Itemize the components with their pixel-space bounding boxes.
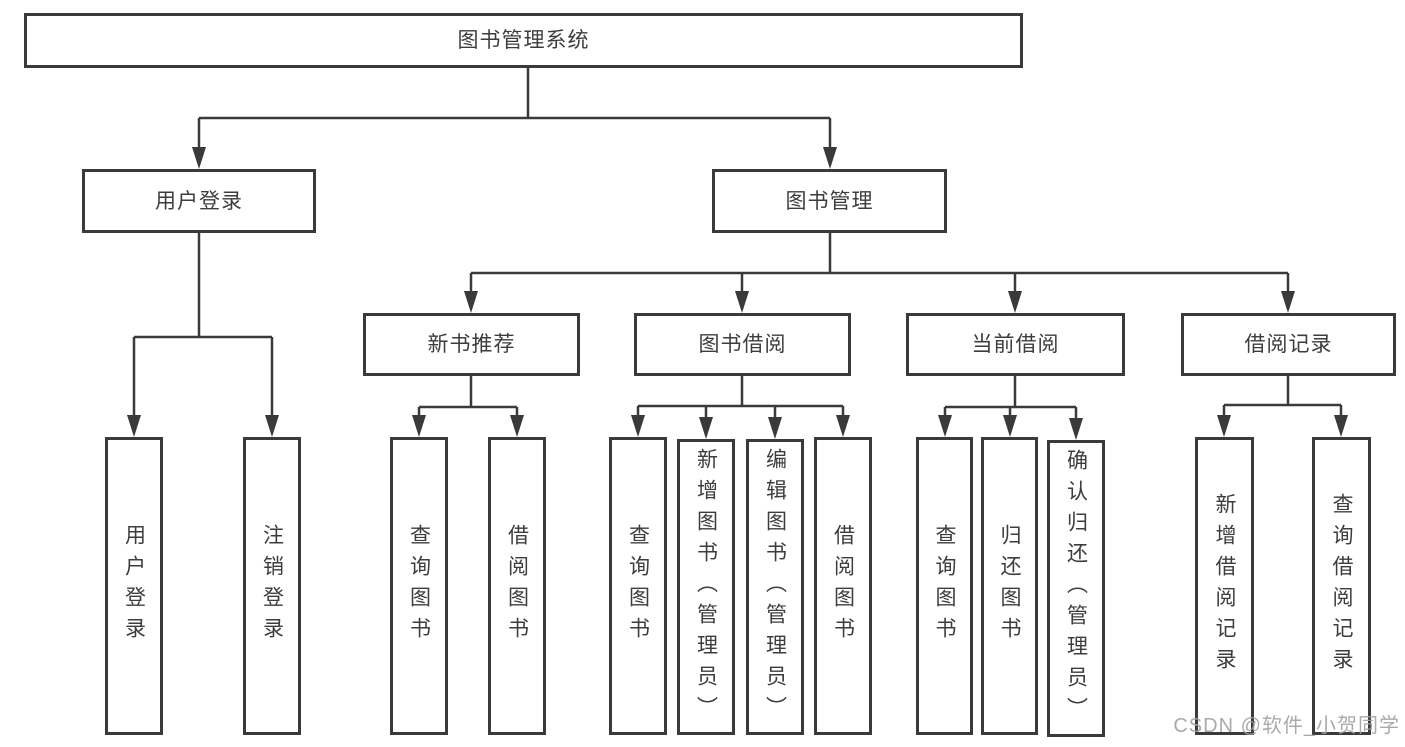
node-user-login-branch: 用户登录 <box>82 169 316 233</box>
node-new-book-recommendation: 新书推荐 <box>363 313 580 376</box>
leaf-bb-query-books-label: 查询图书 <box>626 524 650 648</box>
leaf-bb-edit-books-admin-label: 编辑图书（管理员） <box>763 447 787 727</box>
node-book-management-branch-label: 图书管理 <box>785 189 874 213</box>
leaf-nbr-borrow-books: 借阅图书 <box>488 437 546 735</box>
leaf-cb-query-books-label: 查询图书 <box>933 524 956 648</box>
leaf-cb-confirm-return-admin: 确认归还（管理员） <box>1047 440 1105 737</box>
leaf-bb-add-books-admin-label: 新增图书（管理员） <box>694 447 718 727</box>
leaf-bb-add-books-admin: 新增图书（管理员） <box>677 439 735 735</box>
node-book-borrowing-label: 图书借阅 <box>698 333 787 356</box>
leaf-bb-edit-books-admin: 编辑图书（管理员） <box>746 439 804 735</box>
leaf-br-add-record: 新增借阅记录 <box>1195 437 1254 735</box>
leaf-cb-confirm-return-admin-label: 确认归还（管理员） <box>1064 449 1088 728</box>
leaf-bb-borrow-books: 借阅图书 <box>814 437 872 735</box>
node-root-system: 图书管理系统 <box>24 13 1023 68</box>
node-new-book-recommendation-label: 新书推荐 <box>427 333 516 356</box>
node-book-borrowing: 图书借阅 <box>634 313 851 376</box>
leaf-logout: 注销登录 <box>243 437 301 735</box>
leaf-br-query-record: 查询借阅记录 <box>1312 437 1371 735</box>
leaf-user-login-label: 用户登录 <box>122 524 146 648</box>
node-borrowing-records: 借阅记录 <box>1181 313 1396 376</box>
node-user-login-branch-label: 用户登录 <box>155 189 243 213</box>
leaf-br-query-record-label: 查询借阅记录 <box>1330 493 1353 679</box>
node-current-borrowing: 当前借阅 <box>906 313 1125 376</box>
leaf-nbr-query-books: 查询图书 <box>390 437 448 735</box>
leaf-cb-return-books-label: 归还图书 <box>998 524 1021 648</box>
node-root-system-label: 图书管理系统 <box>457 29 590 52</box>
node-current-borrowing-label: 当前借阅 <box>971 333 1060 356</box>
leaf-cb-return-books: 归还图书 <box>981 437 1038 735</box>
node-book-management-branch: 图书管理 <box>712 169 947 233</box>
leaf-user-login: 用户登录 <box>105 437 163 735</box>
leaf-logout-label: 注销登录 <box>260 524 284 648</box>
leaf-br-add-record-label: 新增借阅记录 <box>1213 493 1236 679</box>
leaf-bb-borrow-books-label: 借阅图书 <box>831 524 855 648</box>
leaf-bb-query-books: 查询图书 <box>609 437 667 735</box>
leaf-cb-query-books: 查询图书 <box>916 437 973 735</box>
leaf-nbr-query-books-label: 查询图书 <box>407 524 431 648</box>
node-borrowing-records-label: 借阅记录 <box>1244 333 1333 356</box>
leaf-nbr-borrow-books-label: 借阅图书 <box>505 524 529 648</box>
